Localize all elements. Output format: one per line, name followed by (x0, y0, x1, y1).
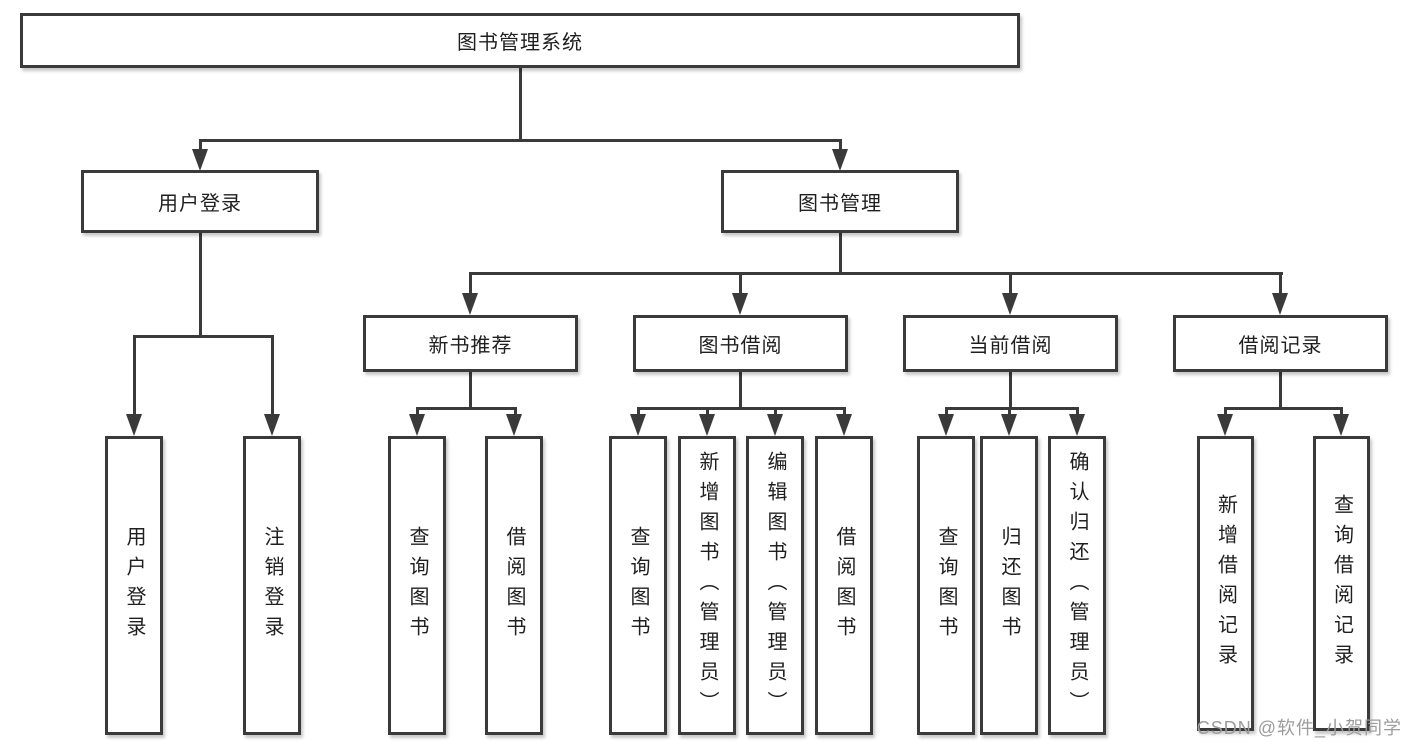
node-label: 图书借阅 (698, 335, 783, 357)
connector-drop-group (1279, 272, 1282, 296)
arrow-down-icon (732, 293, 748, 315)
arrow-down-icon (630, 414, 646, 436)
connector-book-management-stub (839, 233, 842, 275)
leaf-confirm-return-admin: 确认归还（管理员） (1048, 436, 1106, 735)
leaf-borrowing-query-books: 查询图书 (609, 436, 667, 735)
node-user-login: 用户登录 (81, 170, 319, 233)
arrow-down-icon (1217, 414, 1233, 436)
connector-group-stub (469, 372, 472, 409)
arrow-down-icon (699, 414, 715, 436)
arrow-down-icon (192, 149, 208, 171)
connector-drop-leaf (514, 407, 517, 416)
node-label: 新书推荐 (428, 335, 513, 357)
connector-drop-user-login (199, 139, 202, 151)
leaf-label: 注销登录 (261, 525, 283, 646)
arrow-down-icon (1333, 414, 1349, 436)
leaf-label: 查询图书 (935, 525, 957, 646)
leaf-label: 新增借阅记录 (1214, 493, 1237, 674)
node-label: 图书管理 (798, 193, 882, 215)
node-library-management-system: 图书管理系统 (20, 13, 1020, 68)
leaf-return-books: 归还图书 (980, 436, 1038, 735)
leaf-logout: 注销登录 (243, 436, 301, 735)
arrow-down-icon (1001, 414, 1017, 436)
connector-user-login-stub (199, 233, 202, 337)
connector-drop-leaf (1224, 407, 1227, 416)
arrow-down-icon (264, 414, 280, 436)
leaf-newbooks-query-books: 查询图书 (388, 436, 446, 735)
connector-drop-leaf (1340, 407, 1343, 416)
leaf-add-borrow-record: 新增借阅记录 (1197, 436, 1254, 731)
connector-drop-group (469, 272, 472, 296)
connector-drop-group (1009, 272, 1012, 296)
leaf-label: 查询借阅记录 (1330, 493, 1353, 674)
arrow-down-icon (409, 414, 425, 436)
leaf-label: 查询图书 (406, 525, 428, 646)
leaf-label: 查询图书 (627, 525, 649, 646)
connector-group-hline (637, 407, 846, 410)
connector-group-hline (945, 407, 1079, 410)
connector-drop-leaf (1076, 407, 1079, 416)
leaf-label: 编辑图书（管理员） (764, 450, 786, 721)
connector-drop-leaf (706, 407, 709, 416)
leaf-edit-books-admin: 编辑图书（管理员） (746, 436, 804, 735)
leaf-add-books-admin: 新增图书（管理员） (678, 436, 736, 735)
node-new-book-recommendation: 新书推荐 (363, 315, 578, 372)
leaf-label: 归还图书 (998, 525, 1020, 646)
connector-group-hline (1224, 407, 1342, 410)
leaf-current-query-books: 查询图书 (917, 436, 975, 735)
arrow-down-icon (506, 414, 522, 436)
connector-drop-leaf (271, 335, 274, 415)
node-book-management: 图书管理 (721, 170, 959, 233)
arrow-down-icon (126, 414, 142, 436)
connector-drop-leaf (774, 407, 777, 416)
connector-user-login-hline (133, 335, 274, 338)
node-label: 当前借阅 (968, 335, 1053, 357)
leaf-label: 确认归还（管理员） (1066, 450, 1088, 721)
arrow-down-icon (1069, 414, 1085, 436)
leaf-query-borrow-record: 查询借阅记录 (1313, 436, 1370, 731)
arrow-down-icon (832, 149, 848, 171)
connector-drop-leaf (416, 407, 419, 416)
node-current-borrowing: 当前借阅 (903, 315, 1118, 372)
arrow-down-icon (462, 293, 478, 315)
connector-root-stub (519, 68, 522, 140)
connector-group-hline (416, 407, 517, 410)
arrow-down-icon (767, 414, 783, 436)
connector-drop-leaf (843, 407, 846, 416)
arrow-down-icon (1002, 293, 1018, 315)
connector-drop-leaf (637, 407, 640, 416)
connector-group-stub (739, 372, 742, 409)
node-label: 借阅记录 (1238, 335, 1323, 357)
connector-group-stub (1009, 372, 1012, 409)
connector-group-stub (1279, 372, 1282, 409)
node-label: 用户登录 (158, 193, 242, 215)
leaf-label: 用户登录 (123, 525, 145, 646)
leaf-label: 新增图书（管理员） (696, 450, 718, 721)
node-book-borrowing: 图书借阅 (633, 315, 848, 372)
arrow-down-icon (1272, 293, 1288, 315)
leaf-label: 借阅图书 (833, 525, 855, 646)
node-borrowing-records: 借阅记录 (1173, 315, 1388, 372)
connector-groups-hline (469, 272, 1283, 275)
leaf-user-login: 用户登录 (105, 436, 163, 735)
leaf-newbooks-borrow-books: 借阅图书 (485, 436, 543, 735)
arrow-down-icon (836, 414, 852, 436)
connector-drop-group (739, 272, 742, 296)
watermark: CSDN @软件_小贺同学 (1196, 718, 1402, 738)
node-label: 图书管理系统 (457, 32, 583, 54)
connector-drop-leaf (945, 407, 948, 416)
arrow-down-icon (938, 414, 954, 436)
leaf-label: 借阅图书 (503, 525, 525, 646)
connector-level1-hline (199, 139, 842, 142)
leaf-borrow-books: 借阅图书 (815, 436, 873, 735)
connector-drop-leaf (1008, 407, 1011, 416)
connector-drop-book-management (839, 139, 842, 151)
connector-drop-leaf (133, 335, 136, 415)
